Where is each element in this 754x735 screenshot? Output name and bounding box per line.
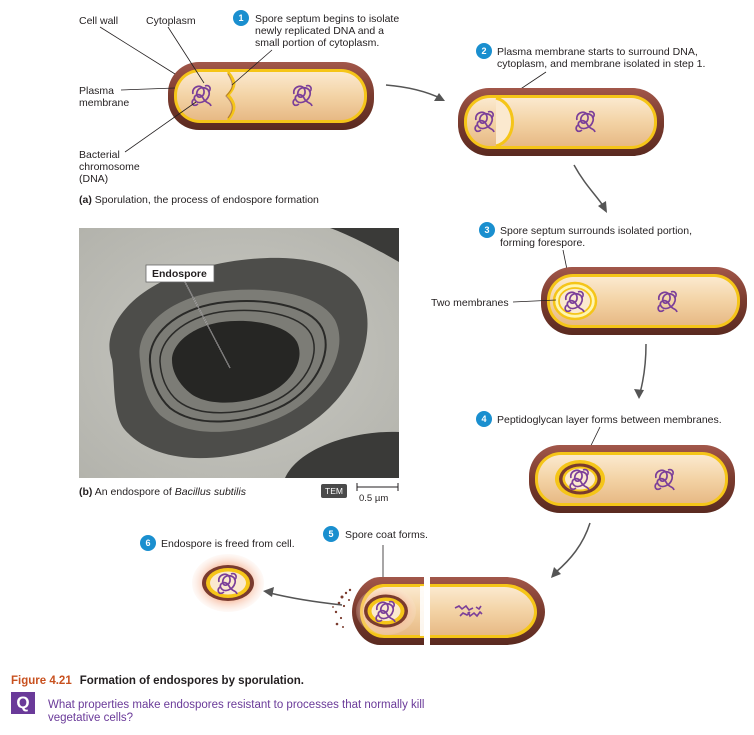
svg-text:Spore coat forms.: Spore coat forms. xyxy=(345,529,428,541)
cell-labels: Cell wall Cytoplasm Plasma membrane Bact… xyxy=(79,15,205,185)
label-plasma-2: membrane xyxy=(79,97,129,109)
step-1: 1 Spore septum begins to isolate newly r… xyxy=(231,10,399,86)
svg-text:6: 6 xyxy=(145,538,150,548)
svg-text:Peptidoglycan layer forms betw: Peptidoglycan layer forms between membra… xyxy=(497,414,722,426)
cell-stage-1 xyxy=(168,62,374,130)
step-5: 5 Spore coat forms. xyxy=(323,526,428,594)
caption-b: (b) An endospore of Bacillus subtilis xyxy=(79,486,247,498)
cell-stage-4 xyxy=(529,445,735,513)
label-chromosome-1: Bacterial xyxy=(79,149,120,161)
svg-text:2: 2 xyxy=(481,46,486,56)
svg-text:forming forespore.: forming forespore. xyxy=(500,237,585,249)
svg-text:newly replicated DNA and a: newly replicated DNA and a xyxy=(255,25,384,37)
label-chromosome-2: chromosome xyxy=(79,161,140,173)
svg-text:3: 3 xyxy=(484,225,489,235)
svg-text:5: 5 xyxy=(328,529,333,539)
svg-text:small portion of cytoplasm.: small portion of cytoplasm. xyxy=(255,37,379,49)
tem-micrograph: Endospore xyxy=(79,228,399,478)
svg-text:Spore septum begins to isolate: Spore septum begins to isolate xyxy=(255,13,399,25)
degraded-dna-icon xyxy=(454,604,483,618)
svg-text:Spore septum surrounds isolate: Spore septum surrounds isolated portion, xyxy=(500,225,692,237)
question-icon: Q xyxy=(11,692,35,714)
step-3: 3 Spore septum surrounds isolated portio… xyxy=(479,222,692,295)
label-cytoplasm: Cytoplasm xyxy=(146,15,196,27)
cell-stage-2 xyxy=(458,88,664,156)
svg-text:TEM: TEM xyxy=(325,486,343,496)
flow-arrow xyxy=(385,84,443,100)
step-6: 6 Endospore is freed from cell. xyxy=(140,535,295,551)
svg-text:Plasma membrane starts to surr: Plasma membrane starts to surround DNA, xyxy=(497,46,698,58)
svg-text:cytoplasm, and membrane isolat: cytoplasm, and membrane isolated in step… xyxy=(497,58,705,70)
label-two-membranes: Two membranes xyxy=(431,297,509,309)
label-plasma-1: Plasma xyxy=(79,85,114,97)
svg-text:Endospore is freed from cell.: Endospore is freed from cell. xyxy=(161,538,295,550)
label-endospore: Endospore xyxy=(152,268,207,280)
label-cell-wall: Cell wall xyxy=(79,15,118,27)
label-chromosome-3: (DNA) xyxy=(79,173,108,185)
question-text: What properties make endospores resistan… xyxy=(48,699,425,724)
caption-a: (a) Sporulation, the process of endospor… xyxy=(79,194,319,206)
tem-scale: TEM 0.5 µm xyxy=(321,483,399,504)
step-2: 2 Plasma membrane starts to surround DNA… xyxy=(476,43,705,105)
cell-stage-3 xyxy=(541,267,747,335)
wall-fragments-icon xyxy=(332,588,352,628)
cell-stage-5 xyxy=(332,573,545,648)
svg-text:1: 1 xyxy=(238,13,243,23)
free-endospore xyxy=(192,554,264,612)
scale-bar-label: 0.5 µm xyxy=(359,493,388,504)
svg-text:4: 4 xyxy=(481,414,486,424)
